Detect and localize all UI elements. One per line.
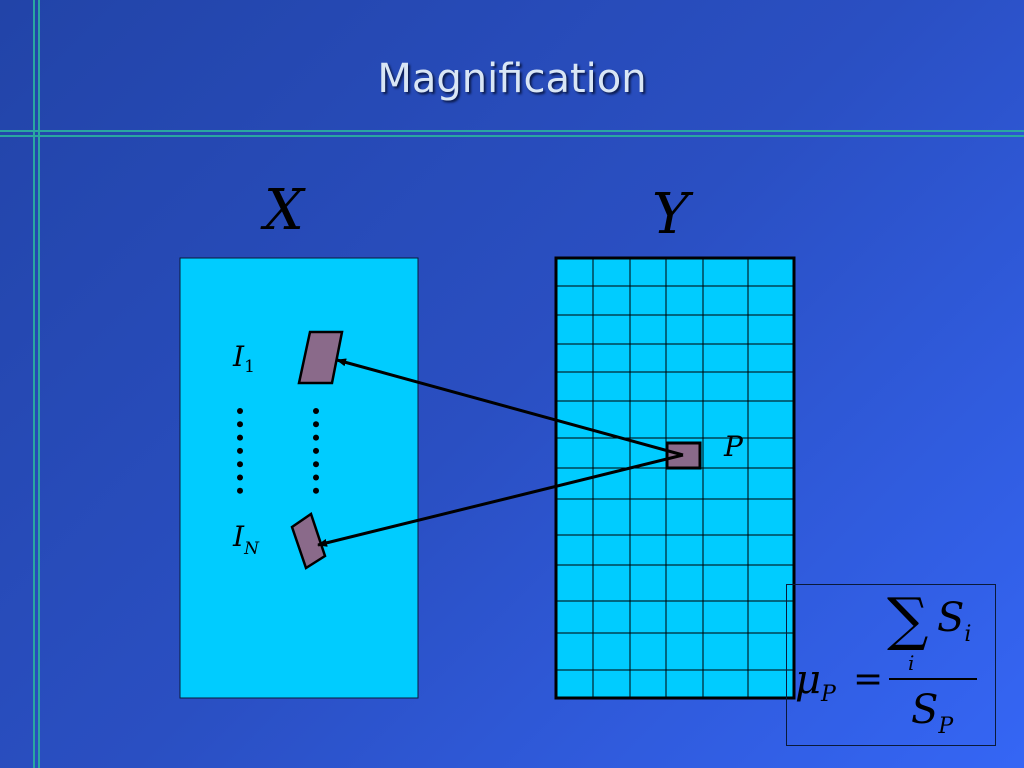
ellipsis-dots-right	[313, 408, 319, 494]
label-p: P	[724, 430, 743, 463]
ellipsis-dot	[313, 434, 319, 441]
ellipsis-dot	[237, 461, 243, 468]
ellipsis-dot	[313, 408, 319, 414]
left-accent-line-2	[38, 0, 40, 768]
x-panel	[179, 257, 419, 699]
formula-fraction-bar	[889, 678, 977, 680]
formula-mu-symbol: μ	[795, 657, 821, 703]
formula-equals: =	[853, 659, 884, 700]
label-i1: I1	[233, 340, 255, 377]
label-i1-sub: 1	[244, 357, 255, 377]
ellipsis-dot	[313, 487, 319, 494]
label-x: X	[264, 178, 304, 243]
ellipsis-dot	[313, 461, 319, 468]
formula-numerator: Si	[937, 595, 971, 647]
ellipsis-dot	[237, 434, 243, 441]
label-in: IN	[233, 520, 259, 559]
formula-mu: μP	[795, 657, 836, 707]
ellipsis-dot	[237, 447, 243, 454]
ellipsis-dot	[313, 447, 319, 454]
label-i1-base: I	[233, 340, 245, 373]
title-divider-line-2	[0, 135, 1024, 137]
patch-in	[290, 512, 327, 570]
title-divider-line	[0, 130, 1024, 132]
formula-sum-index: i	[908, 651, 915, 675]
formula-num-sub: i	[964, 622, 972, 647]
formula-num-base: S	[937, 595, 965, 641]
formula-mu-sub: P	[821, 682, 836, 707]
label-in-sub: N	[244, 539, 259, 559]
formula-den-sub: P	[938, 714, 954, 739]
left-accent-line	[33, 0, 35, 768]
ellipsis-dot	[237, 421, 243, 428]
label-y: Y	[652, 182, 689, 247]
ellipsis-dots-left	[237, 408, 243, 494]
ellipsis-dot	[313, 421, 319, 428]
patch-i1	[297, 330, 344, 385]
formula-denominator: SP	[911, 687, 953, 739]
arrow-to-in	[317, 453, 684, 547]
label-in-base: I	[233, 520, 245, 553]
ellipsis-dot	[237, 474, 243, 481]
arrow-to-i1	[336, 358, 684, 457]
formula-box: μP = ∑ i Si SP	[786, 584, 996, 746]
pixel-p	[665, 441, 702, 470]
ellipsis-dot	[237, 408, 243, 414]
formula-den-base: S	[911, 687, 939, 733]
slide-title: Magnification	[377, 56, 647, 102]
formula-sum-symbol: ∑	[887, 585, 929, 653]
ellipsis-dot	[313, 474, 319, 481]
ellipsis-dot	[237, 487, 243, 494]
